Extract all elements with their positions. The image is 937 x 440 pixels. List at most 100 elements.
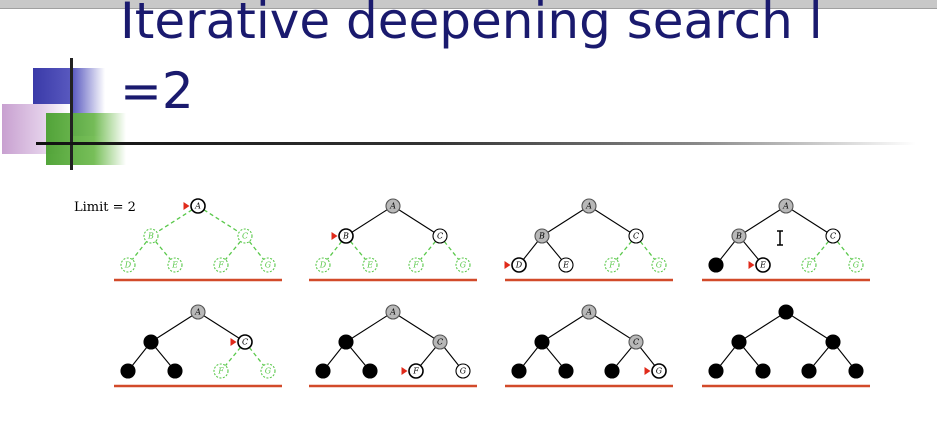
tree-edge-AB: [150, 311, 199, 343]
tree-panel-8: [702, 304, 870, 388]
tree-node-C: [432, 334, 448, 350]
tree-node-label-E: E: [759, 261, 766, 270]
tree-node-label-A: A: [389, 202, 396, 211]
tree-node-E: [167, 257, 183, 273]
tree-node-G: [651, 257, 667, 273]
tree-node-G: [260, 257, 276, 273]
tree-node-E: [362, 257, 378, 273]
tree-node-G: [260, 363, 276, 379]
tree-node-label-A: A: [585, 308, 592, 317]
tree-node-label-G: G: [460, 367, 467, 376]
current-node-pointer: [401, 367, 408, 375]
tree-node-G: [848, 363, 864, 379]
tree-node-A: [581, 198, 597, 214]
tree-node-label-C: C: [437, 232, 443, 241]
tree-node-D: [511, 257, 527, 273]
tree-node-F: [604, 363, 620, 379]
tree-node-C: [825, 228, 841, 244]
text-cursor-icon: [777, 230, 783, 246]
tree-edge-AC: [392, 311, 441, 343]
tree-node-E: [558, 257, 574, 273]
current-node-pointer: [748, 261, 755, 269]
tree-node-F: [408, 257, 424, 273]
tree-edge-AB: [345, 311, 394, 343]
tree-node-F: [213, 363, 229, 379]
tree-edge-AB: [738, 311, 787, 343]
tree-node-label-G: G: [656, 367, 663, 376]
tree-node-label-B: B: [538, 232, 545, 241]
tree-edge-AB: [345, 205, 394, 237]
tree-node-D: [315, 363, 331, 379]
limit-label: Limit = 2: [74, 200, 136, 215]
tree-node-A: [385, 304, 401, 320]
tree-edge-AC: [785, 311, 834, 343]
tree-node-E: [755, 363, 771, 379]
tree-node-B: [338, 334, 354, 350]
tree-edge-AC: [785, 205, 834, 237]
tree-node-D: [511, 363, 527, 379]
tree-node-label-B: B: [342, 232, 349, 241]
tree-node-B: [731, 228, 747, 244]
tree-node-F: [408, 363, 424, 379]
tree-node-label-C: C: [633, 232, 639, 241]
tree-node-G: [455, 257, 471, 273]
tree-node-label-F: F: [608, 261, 615, 270]
tree-node-D: [708, 257, 724, 273]
tree-node-C: [432, 228, 448, 244]
tree-node-label-E: E: [171, 261, 178, 270]
current-node-pointer: [504, 261, 511, 269]
tree-node-A: [190, 304, 206, 320]
tree-node-label-B: B: [735, 232, 742, 241]
window-top-bar: [0, 0, 937, 9]
tree-node-G: [455, 363, 471, 379]
tree-node-label-A: A: [194, 308, 201, 317]
tree-node-D: [120, 257, 136, 273]
tree-node-G: [848, 257, 864, 273]
tree-node-F: [213, 257, 229, 273]
tree-edge-AC: [197, 311, 246, 343]
tree-node-A: [581, 304, 597, 320]
tree-node-G: [651, 363, 667, 379]
tree-node-label-C: C: [633, 338, 639, 347]
tree-node-label-B: B: [147, 232, 154, 241]
tree-node-label-A: A: [389, 308, 396, 317]
tree-node-label-F: F: [217, 367, 224, 376]
decor-vertical-line: [70, 58, 73, 170]
tree-node-label-F: F: [412, 367, 419, 376]
tree-node-D: [120, 363, 136, 379]
tree-node-A: [190, 198, 206, 214]
tree-node-B: [143, 228, 159, 244]
tree-node-F: [801, 363, 817, 379]
tree-node-C: [628, 334, 644, 350]
tree-node-label-E: E: [562, 261, 569, 270]
current-node-pointer: [644, 367, 651, 375]
tree-node-D: [708, 363, 724, 379]
tree-node-label-C: C: [242, 338, 248, 347]
tree-node-label-E: E: [366, 261, 373, 270]
tree-edge-AC: [392, 205, 441, 237]
tree-edge-AB: [541, 205, 590, 237]
current-node-pointer: [183, 202, 190, 210]
tree-edge-AB: [738, 205, 787, 237]
tree-node-B: [143, 334, 159, 350]
tree-node-label-D: D: [124, 261, 132, 270]
tree-node-C: [628, 228, 644, 244]
tree-node-A: [778, 304, 794, 320]
tree-node-E: [558, 363, 574, 379]
tree-node-label-F: F: [805, 261, 812, 270]
current-node-pointer: [230, 338, 237, 346]
tree-node-C: [237, 334, 253, 350]
tree-node-C: [237, 228, 253, 244]
tree-node-label-D: D: [319, 261, 327, 270]
tree-node-label-C: C: [830, 232, 836, 241]
tree-node-label-D: D: [515, 261, 523, 270]
tree-node-E: [362, 363, 378, 379]
tree-edge-AC: [588, 205, 637, 237]
tree-edge-AC: [197, 205, 246, 237]
